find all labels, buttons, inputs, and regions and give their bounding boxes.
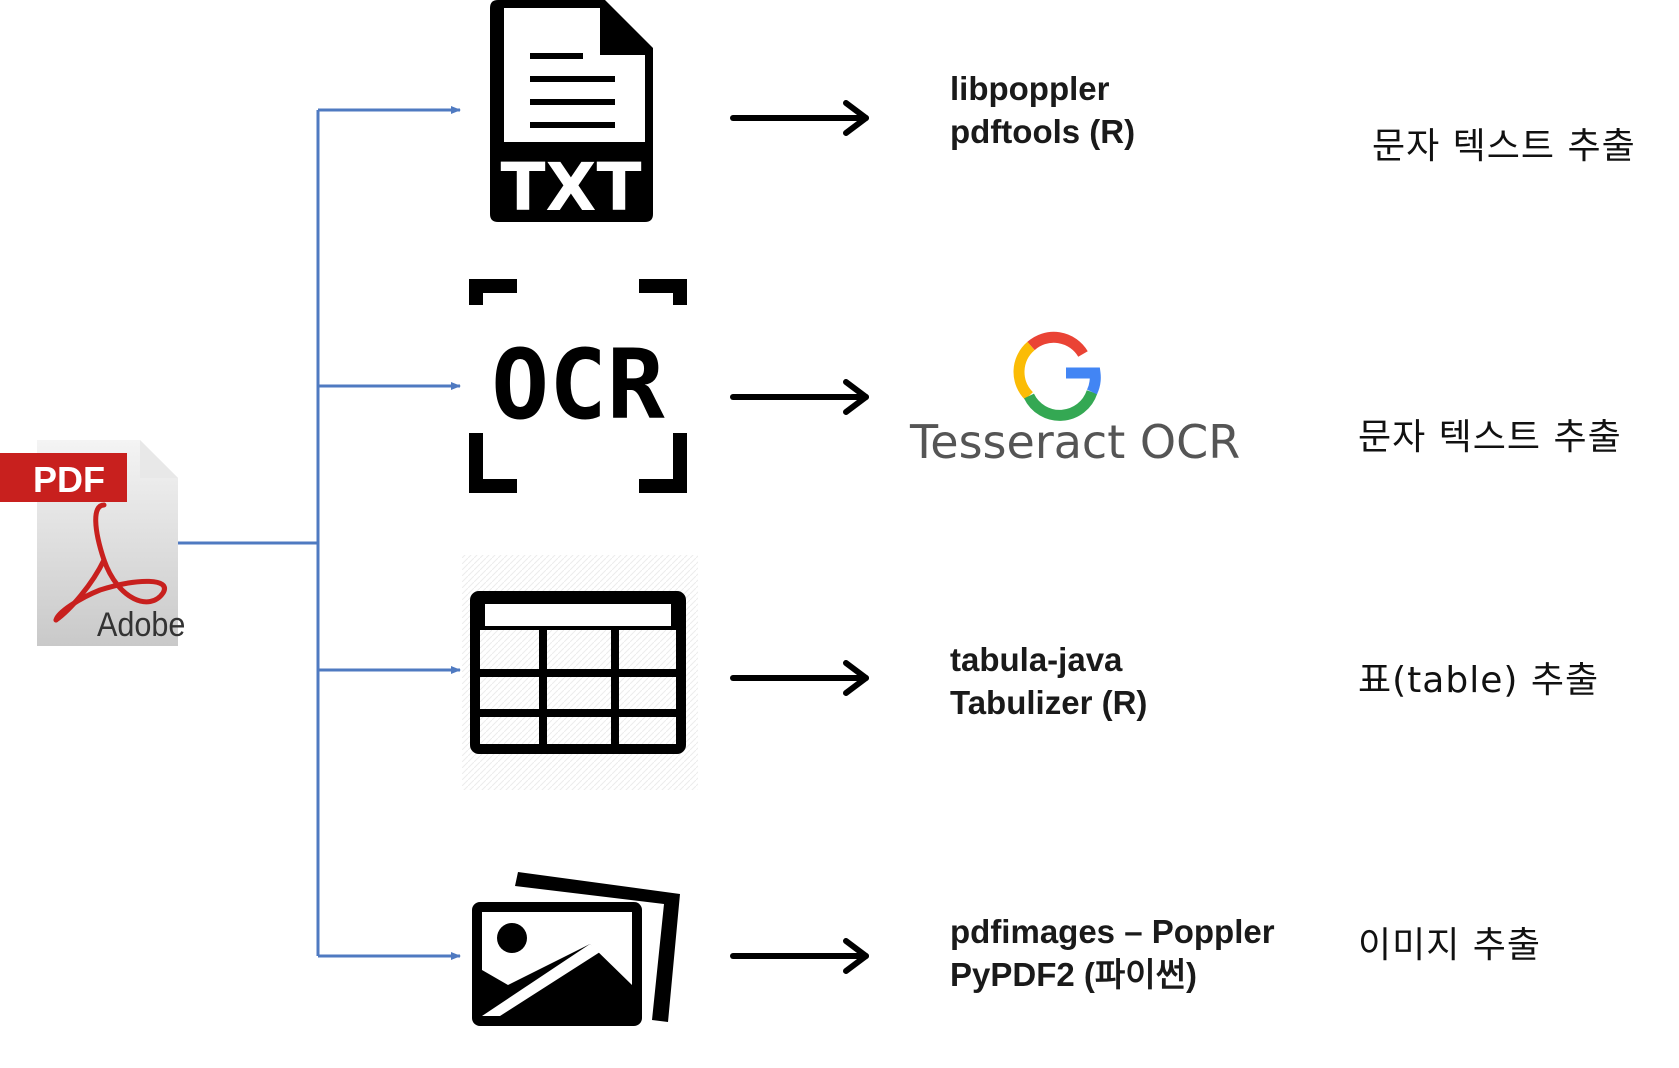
adobe-acrobat-logo: [53, 502, 167, 623]
tool-name: tabula-java: [950, 641, 1123, 678]
tool-name: Tabulizer (R): [950, 684, 1148, 721]
result-label: 표(table) 추출: [1358, 660, 1600, 701]
txt-file-icon: TXT: [490, 0, 653, 226]
arrow-row-1: [730, 100, 869, 136]
result-label: 문자 텍스트 추출: [1358, 417, 1622, 458]
ocr-icon-label: OCR: [491, 329, 665, 441]
table-icon: [462, 555, 698, 790]
pdf-badge-text: PDF: [33, 459, 105, 500]
tesseract-ocr-label: Tesseract OCR: [910, 415, 1241, 469]
tool-name: libpoppler: [950, 70, 1110, 107]
arrow-row-2: [730, 379, 869, 415]
arrow-row-4: [730, 938, 869, 974]
arrow-row-3: [730, 660, 869, 696]
adobe-text: Adobe: [97, 606, 185, 644]
result-label: 이미지 추출: [1358, 925, 1542, 966]
images-icon: [472, 872, 680, 1026]
pdf-badge: [0, 453, 127, 502]
tool-name: pdftools (R): [950, 113, 1136, 150]
pdf-adobe-icon: PDF Adobe: [0, 440, 185, 646]
tool-name: PyPDF2 (파이썬): [950, 956, 1197, 993]
ocr-scan-icon: OCR: [469, 279, 687, 493]
tool-group-table-extraction: tabula-java Tabulizer (R): [950, 638, 1147, 724]
tool-name: pdfimages – Poppler: [950, 913, 1275, 950]
google-g-logo: [1013, 331, 1101, 421]
connector-tree: [178, 106, 461, 960]
tool-group-text-extraction: libpoppler pdftools (R): [950, 67, 1135, 153]
arrows: [730, 100, 869, 974]
tool-group-image-extraction: pdfimages – Poppler PyPDF2 (파이썬): [950, 910, 1275, 996]
result-label: 문자 텍스트 추출: [1372, 126, 1636, 167]
txt-icon-label: TXT: [501, 149, 642, 226]
